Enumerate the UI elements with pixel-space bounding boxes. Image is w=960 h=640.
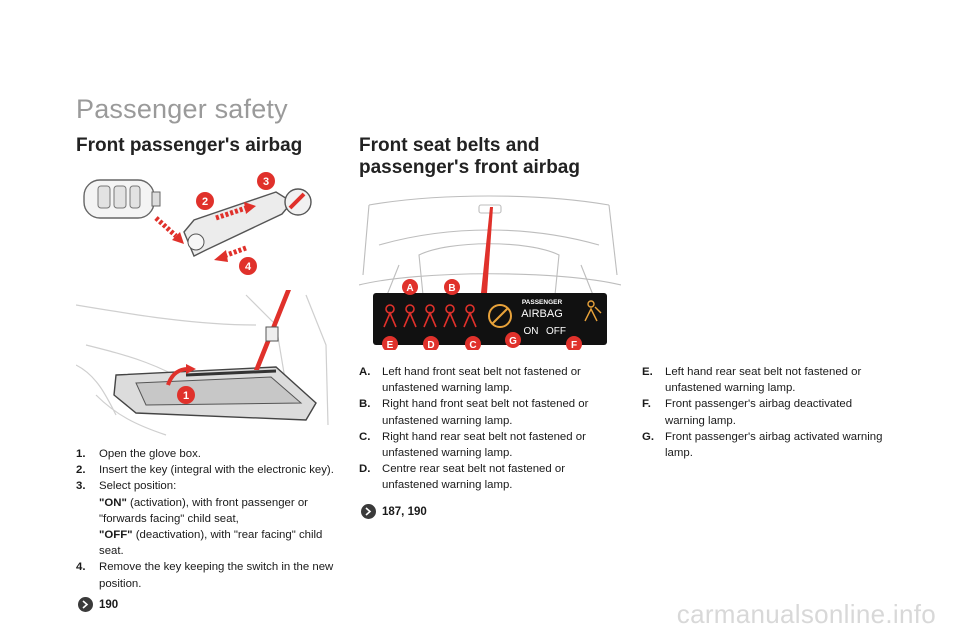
right-heading-line-2: passenger's front airbag xyxy=(359,157,580,178)
dashboard-warning-lamps-illustration: PASSENGER AIRBAG ON OFF A B E D C G F xyxy=(359,195,621,350)
lamp-list-column-1: A. Left hand front seat belt not fastene… xyxy=(359,364,614,494)
svg-text:ON: ON xyxy=(524,326,539,337)
callout-F: F xyxy=(566,336,582,350)
airbag-switch xyxy=(284,188,312,216)
key-insertion-illustration: 2 3 4 xyxy=(83,172,312,275)
svg-text:E: E xyxy=(387,340,394,350)
callout-3: 3 xyxy=(257,172,275,190)
callout-2: 2 xyxy=(196,192,214,210)
svg-text:A: A xyxy=(406,283,413,294)
left-section-heading: Front passenger's airbag xyxy=(76,135,303,156)
svg-text:B: B xyxy=(448,283,455,294)
callout-1: 1 xyxy=(177,386,195,404)
passenger-airbag-status-icon xyxy=(584,300,602,322)
step-3-text: Select position: xyxy=(99,480,177,493)
arrow-insert-key xyxy=(154,216,184,244)
svg-text:G: G xyxy=(509,336,517,347)
svg-text:OFF: OFF xyxy=(546,326,566,337)
lamp-item-a: A. Left hand front seat belt not fastene… xyxy=(359,366,581,395)
svg-text:3: 3 xyxy=(263,176,269,188)
on-description: (activation), with front passenger or "f… xyxy=(99,496,308,525)
pointer-line xyxy=(481,207,493,293)
page-title: Passenger safety xyxy=(76,94,288,124)
callout-C: C xyxy=(465,336,481,350)
glove-box-steps: 1. Open the glove box. 2. Insert the key… xyxy=(76,446,341,592)
svg-text:D: D xyxy=(427,340,434,350)
arrow-remove-key xyxy=(214,245,247,262)
airbag-deactivated-lamp xyxy=(488,304,512,328)
svg-text:AIRBAG: AIRBAG xyxy=(521,308,563,320)
right-heading-line-1: Front seat belts and xyxy=(359,135,540,156)
callout-D: D xyxy=(423,336,439,350)
page-reference-icon xyxy=(78,597,93,612)
step-4: 4. Remove the key keeping the switch in … xyxy=(76,561,334,590)
on-label: "ON" xyxy=(99,496,127,509)
arrow-open-glove-box xyxy=(166,364,196,386)
lamp-item-c: C. Right hand rear seat belt not fastene… xyxy=(359,430,586,460)
callout-4: 4 xyxy=(239,257,257,275)
lamp-item-d: D. Centre rear seat belt not fastened or… xyxy=(359,463,565,492)
callout-G: G xyxy=(505,332,521,348)
svg-text:1: 1 xyxy=(183,390,189,402)
electronic-key-fob xyxy=(83,179,161,219)
callout-A: A xyxy=(402,279,418,295)
step-3: 3. Select position: "ON" (activation), w… xyxy=(76,480,323,558)
step-1: 1. Open the glove box. xyxy=(76,448,201,460)
lamp-item-g: G. Front passenger's airbag activated wa… xyxy=(642,430,883,460)
lamp-list-column-2: E. Left hand rear seat belt not fastened… xyxy=(642,364,892,461)
left-page-reference[interactable]: 190 xyxy=(78,597,118,612)
step-2: 2. Insert the key (integral with the ele… xyxy=(76,464,334,477)
callout-B: B xyxy=(444,279,460,295)
arrow-turn-key xyxy=(215,202,256,221)
svg-text:C: C xyxy=(469,340,476,350)
glove-box xyxy=(113,366,317,421)
svg-text:F: F xyxy=(571,340,577,350)
right-section-heading: Front seat belts and passenger's front a… xyxy=(359,135,580,179)
off-label: "OFF" xyxy=(99,529,133,542)
lamp-item-f: F. Front passenger's airbag deactivated … xyxy=(642,398,853,427)
lamp-item-e: E. Left hand rear seat belt not fastened… xyxy=(642,366,862,395)
off-description: (deactivation), with "rear facing" child… xyxy=(99,529,323,558)
svg-text:2: 2 xyxy=(202,196,208,208)
callout-E: E xyxy=(382,336,398,350)
svg-text:4: 4 xyxy=(245,261,252,273)
key-pointer-line xyxy=(254,290,291,370)
lamp-item-b: B. Right hand front seat belt not fasten… xyxy=(359,398,589,427)
svg-text:PASSENGER: PASSENGER xyxy=(522,299,563,306)
watermark: carmanualsonline.info xyxy=(676,599,936,629)
warning-lamp-panel: PASSENGER AIRBAG ON OFF xyxy=(373,293,607,345)
glove-box-illustration: 1 xyxy=(76,290,329,436)
page-reference-icon xyxy=(361,504,376,519)
right-page-reference[interactable]: 187, 190 xyxy=(361,504,427,519)
